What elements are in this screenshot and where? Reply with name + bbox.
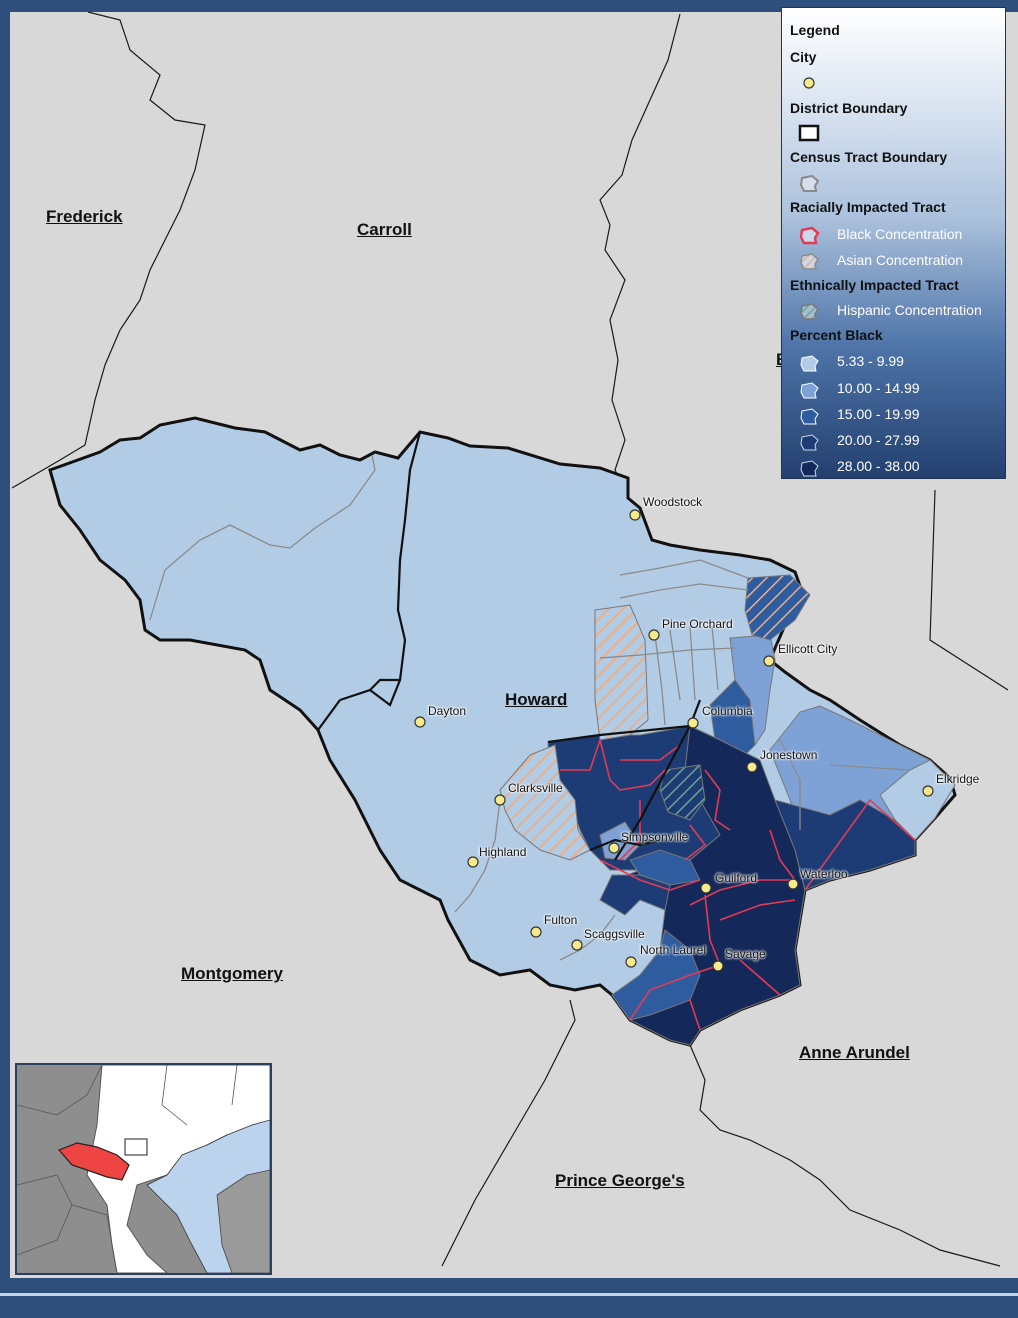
city-label-clarksville: Clarksville: [508, 781, 563, 795]
city-label-elkridge: Elkridge: [936, 772, 980, 786]
city-dot-ellicott-city: [763, 655, 775, 667]
legend-city-heading: City: [790, 49, 817, 65]
inset-eastern-shore: [216, 1169, 270, 1273]
city-dot-waterloo: [787, 878, 799, 890]
legend-class-2-symbol: [800, 382, 819, 399]
city-dot-north-laurel: [625, 956, 637, 968]
city-dots: [414, 509, 934, 972]
city-label-dayton: Dayton: [428, 704, 467, 718]
city-dot-highland: [467, 856, 479, 868]
city-dot-jonestown: [746, 761, 758, 773]
legend-census-tract-symbol: [799, 174, 820, 192]
inset-howard-highlight: [57, 1142, 130, 1181]
inset-map-drawing: [17, 1065, 270, 1273]
legend-class-4-symbol: [800, 434, 819, 451]
tract-boundaries: [149, 454, 911, 961]
city-label-guilford: Guilford: [715, 871, 758, 885]
tract-clarksville-hatched: [499, 744, 591, 861]
legend-census-tract-heading: Census Tract Boundary: [790, 149, 948, 165]
city-label-ellicott-city: Ellicott City: [778, 642, 838, 656]
legend-black-concentration-label: Black Concentration: [837, 226, 963, 242]
legend-hispanic-concentration-label: Hispanic Concentration: [837, 302, 982, 318]
legend-class-3-symbol: [800, 408, 819, 425]
city-dot-clarksville: [494, 794, 506, 806]
city-label-scaggsville: Scaggsville: [584, 927, 645, 941]
city-label-waterloo: Waterloo: [800, 867, 848, 881]
legend-district-boundary-heading: District Boundary: [790, 100, 908, 116]
legend-class-1-symbol: [800, 355, 819, 372]
county-label-howard: Howard: [505, 690, 568, 709]
city-dot-scaggsville: [571, 939, 583, 951]
map-canvas[interactable]: [10, 12, 1018, 1278]
legend-asian-concentration-symbol: [800, 253, 819, 270]
legend-hispanic-concentration-symbol: [800, 303, 819, 320]
city-label-pine-orchard: Pine Orchard: [662, 617, 733, 631]
legend-title: Legend: [790, 22, 840, 38]
baltimore-east-line: [929, 489, 1009, 691]
city-dot-simpsonville: [608, 842, 620, 854]
city-label-columbia: Columbia: [702, 704, 753, 718]
city-dot-dayton: [414, 716, 426, 728]
legend-class-4-label: 20.00 - 27.99: [837, 432, 920, 448]
city-dot-columbia: [687, 717, 699, 729]
city-label-north-laurel: North Laurel: [640, 943, 707, 957]
carroll-frederick-line: [11, 12, 206, 489]
city-label-jonestown: Jonestown: [760, 748, 818, 762]
legend-asian-concentration-label: Asian Concentration: [837, 252, 964, 268]
county-label-prince-georges: Prince George's: [555, 1171, 685, 1190]
city-dot-guilford: [700, 882, 712, 894]
district-boundaries: [317, 431, 702, 861]
tract-ellicott-hatched: [744, 574, 811, 641]
city-label-fulton: Fulton: [544, 913, 578, 927]
legend-racially-impacted-heading: Racially Impacted Tract: [790, 199, 946, 215]
prince-georges-line: [441, 999, 576, 1267]
county-label-anne-arundel: Anne Arundel: [799, 1043, 910, 1062]
legend-class-1-label: 5.33 - 9.99: [837, 353, 904, 369]
tract-hispanic: [659, 764, 706, 821]
legend-city-symbol: [803, 77, 815, 89]
legend-district-boundary-symbol: [798, 124, 820, 142]
legend-class-2-label: 10.00 - 14.99: [837, 380, 920, 396]
legend-class-5-symbol: [800, 460, 819, 477]
locator-inset-map: [15, 1063, 272, 1275]
map-legend: Legend City District Boundary Census Tra…: [781, 7, 1006, 479]
city-label-highland: Highland: [479, 845, 527, 859]
footer-divider: [0, 1293, 1018, 1296]
legend-class-5-label: 28.00 - 38.00: [837, 458, 920, 474]
legend-class-3-label: 15.00 - 19.99: [837, 406, 920, 422]
tract-north-laurel: [611, 929, 701, 1021]
carroll-baltimore-line: [599, 13, 681, 501]
legend-black-concentration-symbol: [799, 226, 820, 245]
inset-baltimore-box: [124, 1138, 148, 1156]
city-dot-savage: [712, 960, 724, 972]
black-concentration-lines: [560, 739, 916, 1031]
county-lines: [11, 12, 1009, 1267]
legend-percent-black-heading: Percent Black: [790, 327, 883, 343]
tract-pine-orchard-hatched: [594, 604, 649, 741]
city-dot-pine-orchard: [648, 629, 660, 641]
legend-ethnically-impacted-heading: Ethnically Impacted Tract: [790, 277, 959, 293]
city-label-savage: Savage: [725, 947, 766, 961]
city-dot-fulton: [530, 926, 542, 938]
county-label-montgomery: Montgomery: [181, 964, 283, 983]
tract-waterloo: [774, 799, 916, 891]
city-dot-elkridge: [922, 785, 934, 797]
county-label-carroll: Carroll: [357, 220, 412, 239]
county-label-frederick: Frederick: [46, 207, 123, 226]
anne-arundel-line: [689, 1044, 1001, 1267]
city-label-woodstock: Woodstock: [643, 495, 703, 509]
city-dot-woodstock: [629, 509, 641, 521]
city-label-simpsonville: Simpsonville: [621, 830, 689, 844]
